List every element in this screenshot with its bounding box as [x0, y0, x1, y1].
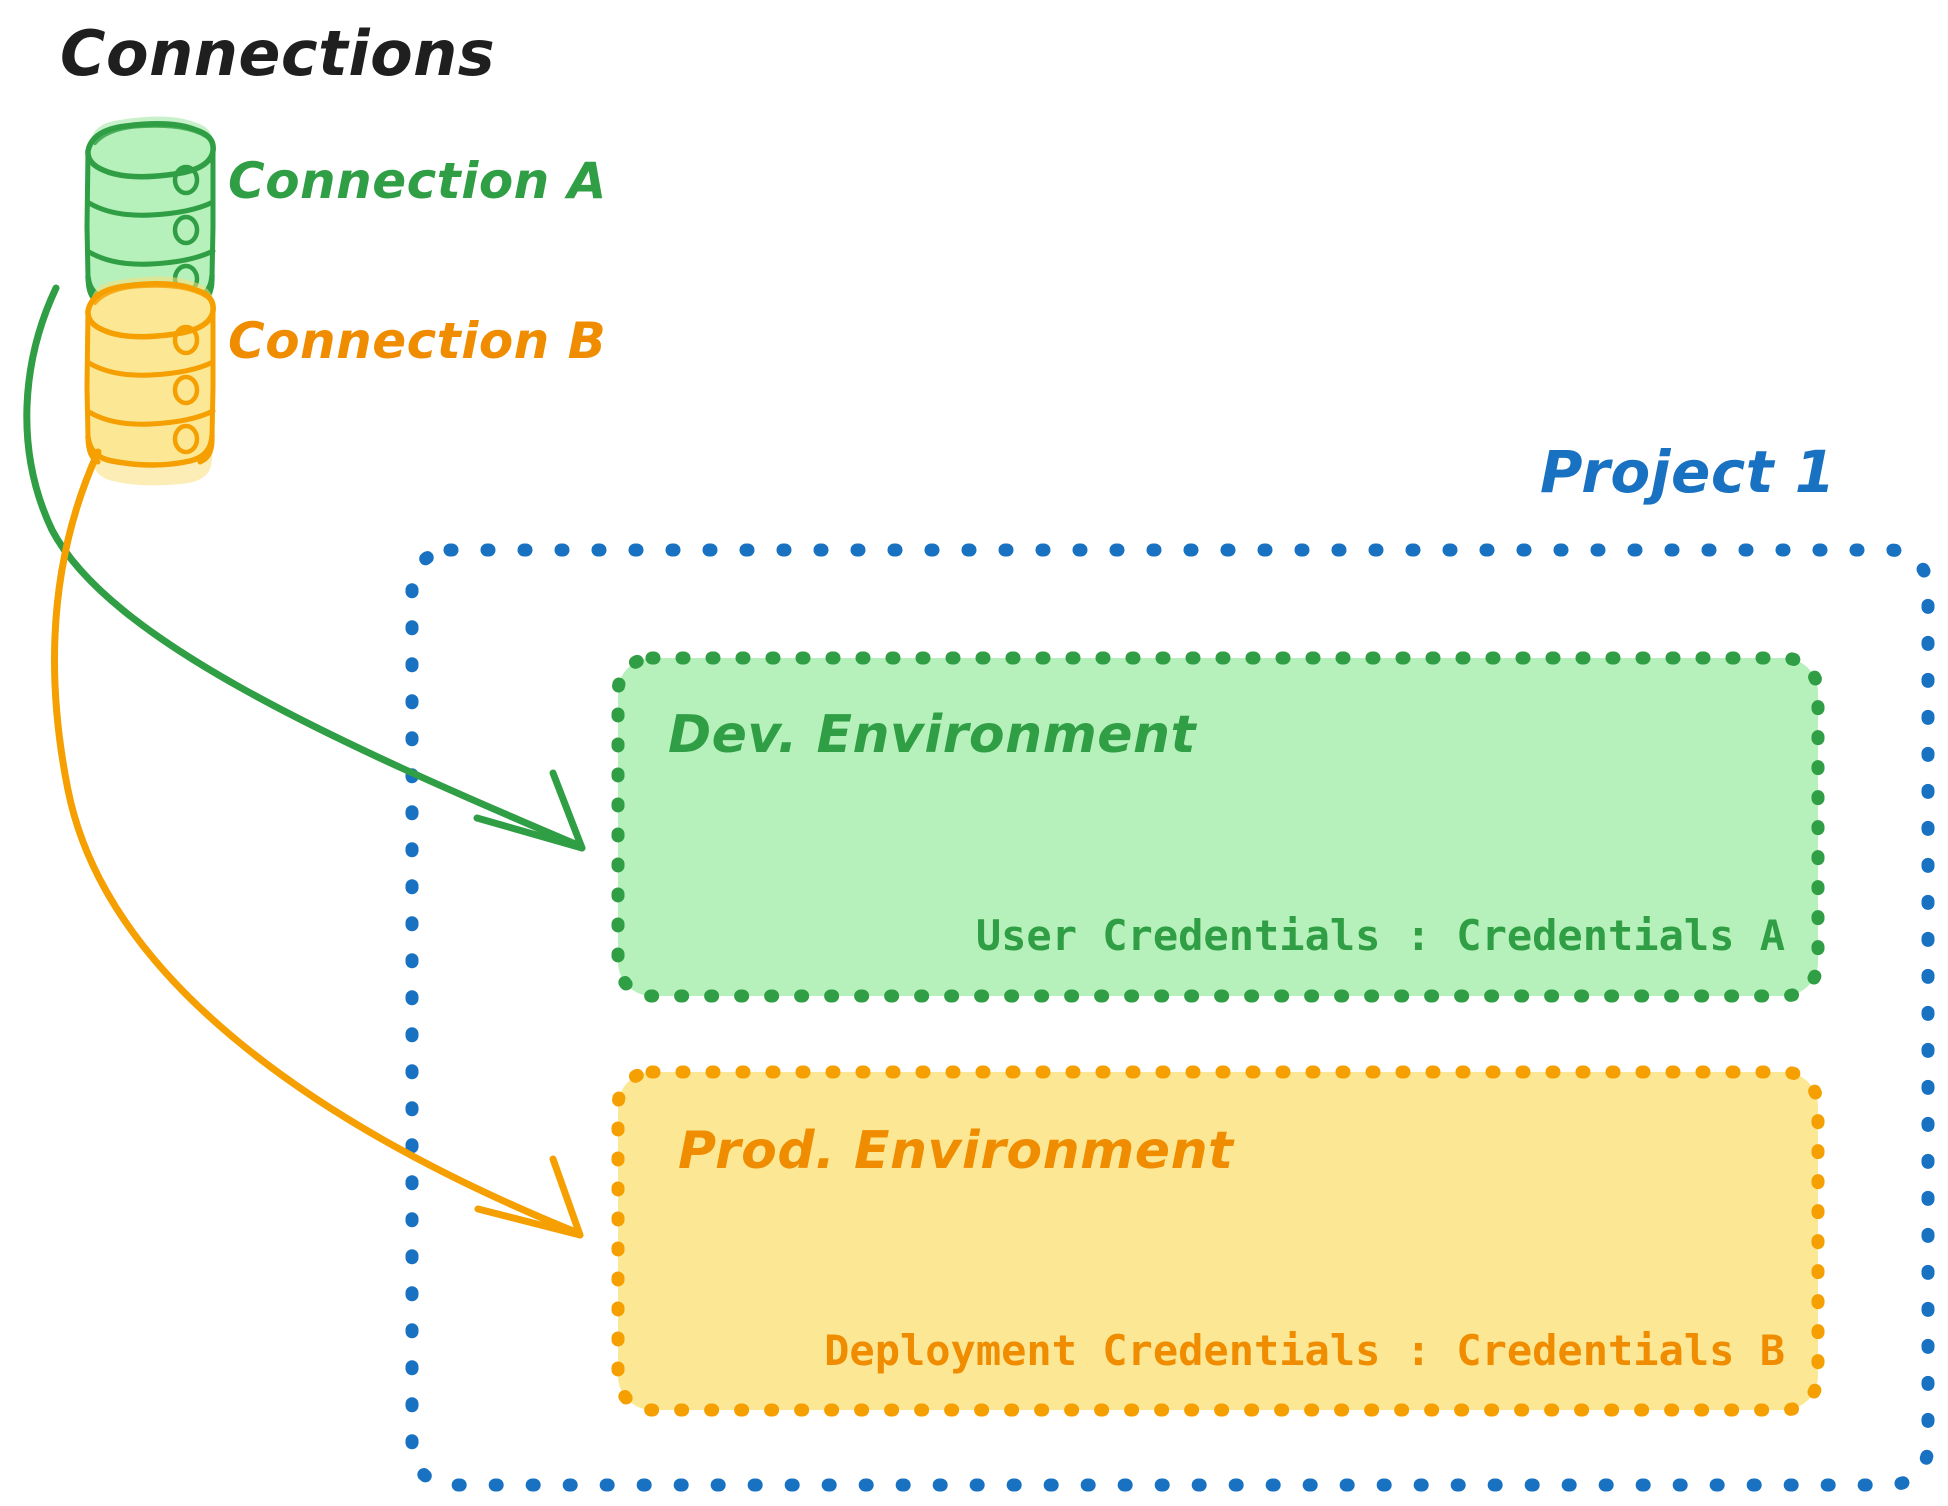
- connection-b-icon-top-sketch: [93, 283, 213, 305]
- prod-environment-credentials: Deployment Credentials : Credentials B: [824, 1326, 1785, 1375]
- connection-a-icon-top-sketch: [93, 123, 213, 145]
- prod-environment-title: Prod. Environment: [678, 1121, 1235, 1181]
- connection-a-icon-divider-1: [86, 199, 216, 218]
- connection-a-icon-led-1: [172, 164, 200, 196]
- project-label: Project 1: [1540, 438, 1836, 506]
- dev-environment-box[interactable]: [611, 651, 1825, 1003]
- connection-b-icon-led-2: [172, 374, 200, 406]
- project-container[interactable]: [405, 543, 1935, 1492]
- connection-b-label: Connection B: [228, 312, 606, 370]
- arrow-connection-b-curve: [50, 448, 582, 1237]
- connection-b-database-icon[interactable]: [84, 276, 216, 486]
- prod-environment-fill: [618, 1072, 1818, 1410]
- arrow-connection-b-head-1: [474, 1205, 584, 1239]
- arrow-connection-b-head-2: [549, 1155, 584, 1239]
- project-dotted-border: [405, 543, 1935, 1492]
- prod-environment-box[interactable]: [611, 1065, 1825, 1417]
- page-title: Connections: [60, 17, 495, 90]
- connection-a-icon-led-2: [172, 214, 200, 246]
- connection-b-icon-divider-2: [86, 408, 216, 427]
- dev-environment-fill: [618, 658, 1818, 996]
- arrow-connection-b-to-prod: [50, 448, 584, 1239]
- connection-a-database-icon[interactable]: [84, 116, 216, 326]
- arrow-connection-a-to-dev: [23, 284, 586, 852]
- prod-environment-dotted-border: [611, 1065, 1825, 1417]
- arrow-connection-a-head-2: [549, 769, 586, 852]
- connection-b-icon-led-1: [172, 324, 200, 356]
- arrow-connection-a-head-1: [473, 814, 586, 852]
- dev-environment-credentials: User Credentials : Credentials A: [976, 911, 1785, 960]
- connection-a-label: Connection A: [228, 152, 607, 210]
- arrow-connection-a-curve: [23, 284, 584, 850]
- connection-b-icon-led-3: [172, 423, 200, 455]
- connection-b-icon-divider-1: [86, 359, 216, 378]
- connection-a-icon-divider-2: [86, 248, 216, 267]
- dev-environment-title: Dev. Environment: [668, 705, 1198, 765]
- dev-environment-dotted-border: [611, 651, 1825, 1003]
